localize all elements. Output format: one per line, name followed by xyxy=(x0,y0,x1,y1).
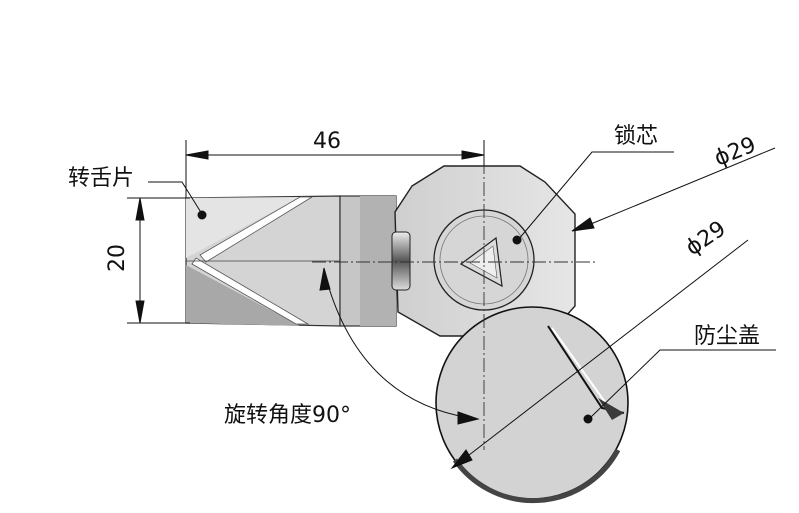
dimension-46-label: 46 xyxy=(313,129,341,154)
tongue-plate xyxy=(185,195,397,327)
dimension-20-label: 20 xyxy=(105,244,130,272)
label-tongue: 转舌片 xyxy=(68,166,134,191)
leader-lock-core xyxy=(512,151,674,245)
leader-tongue xyxy=(148,181,207,220)
label-dust-cover: 防尘盖 xyxy=(694,324,760,349)
label-rotation: 旋转角度90° xyxy=(224,403,351,428)
dust-cover xyxy=(435,306,629,504)
dimension-20 xyxy=(127,197,190,324)
label-diameter-cover: ϕ29 xyxy=(681,216,730,261)
rotation-arc xyxy=(319,267,480,425)
label-lock-core: 锁芯 xyxy=(614,124,658,149)
leader-diameter-cover xyxy=(450,239,749,470)
label-diameter-core: ϕ29 xyxy=(711,132,760,171)
center-lines xyxy=(312,160,598,450)
dimension-46 xyxy=(185,140,485,198)
leader-dust-cover xyxy=(583,349,776,424)
leader-diameter-core xyxy=(571,147,776,232)
